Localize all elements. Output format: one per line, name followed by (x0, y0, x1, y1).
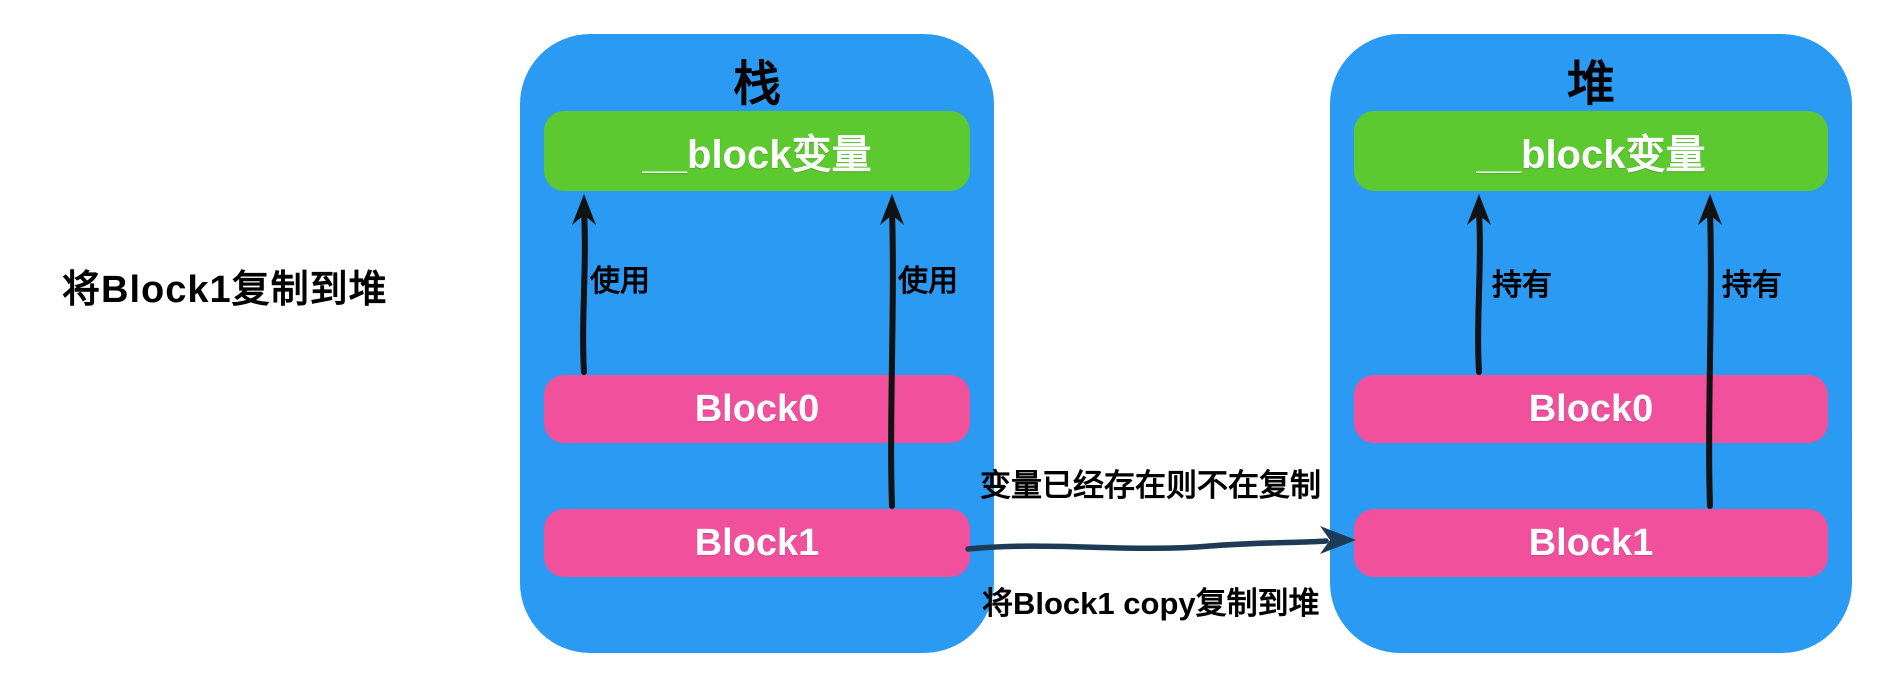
heap-block0-box: Block0 (1354, 375, 1828, 443)
stack-panel: 栈 __block变量 Block0 Block1 (520, 34, 994, 653)
copy-arrow-top-label: 变量已经存在则不在复制 (980, 468, 1321, 503)
stack-block1-box: Block1 (544, 509, 970, 577)
heap-block1-arrow-label: 持有 (1722, 269, 1782, 302)
heap-block1-label: Block1 (1528, 521, 1654, 564)
stack-block-var-box: __block变量 (544, 111, 970, 191)
stack-block-var-label: __block变量 (642, 133, 872, 177)
stack-block1-arrow-label: 使用 (898, 265, 958, 298)
heap-block-var-label: __block变量 (1476, 133, 1706, 177)
stack-block0-box: Block0 (544, 375, 970, 443)
copy-arrow (965, 526, 1356, 554)
heap-panel-title: 堆 (1566, 58, 1615, 111)
heap-panel: 堆 __block变量 Block0 Block1 (1330, 34, 1852, 653)
stack-block0-arrow-label: 使用 (590, 265, 650, 298)
copy-arrow-bottom-label: 将Block1 copy复制到堆 (982, 586, 1320, 621)
stack-block1-label: Block1 (694, 521, 820, 564)
heap-block0-label: Block0 (1528, 387, 1654, 430)
stack-block0-label: Block0 (694, 387, 820, 430)
heap-block-var-box: __block变量 (1354, 111, 1828, 191)
heap-block0-arrow-label: 持有 (1492, 269, 1552, 302)
side-note: 将Block1复制到堆 (62, 269, 388, 311)
heap-block1-box: Block1 (1354, 509, 1828, 577)
stack-panel-title: 栈 (732, 58, 781, 111)
